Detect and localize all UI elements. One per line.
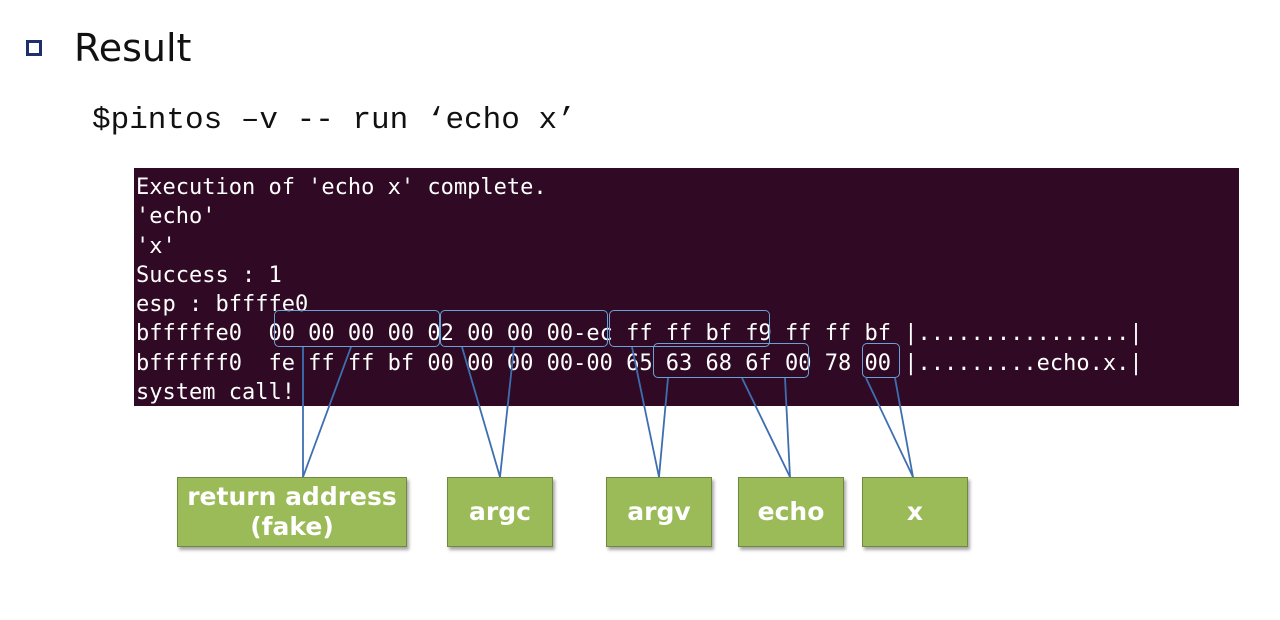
terminal-line: bffffff0 fe ff ff bf 00 00 00 00-00 65 6… [136,350,1143,376]
echo-label: echo [738,477,844,547]
return-address-label: return address (fake) [177,477,407,547]
echo-highlight [653,343,809,378]
argc-label: argc [447,477,553,547]
argc-highlight [440,310,608,347]
command-text: $pintos –v -- run ‘echo x’ [92,103,576,138]
terminal-line: 'x' [136,233,176,259]
terminal-line: 'echo' [136,204,216,230]
terminal-line: esp : bffffe0 [136,292,309,318]
terminal-line: Success : 1 [136,262,282,288]
terminal-line: Execution of 'echo x' complete. [136,175,547,200]
terminal-line: system call! [136,380,295,406]
terminal-line: bfffffe0 00 00 00 00 02 00 00 00-ec ff f… [136,321,1143,347]
x-label: x [862,477,968,547]
return-address-highlight [274,310,440,347]
x-highlight [862,343,900,378]
bullet-square-icon [26,40,42,56]
slide-title: Result [74,26,192,70]
argv-highlight [609,310,770,347]
argv-label: argv [606,477,712,547]
